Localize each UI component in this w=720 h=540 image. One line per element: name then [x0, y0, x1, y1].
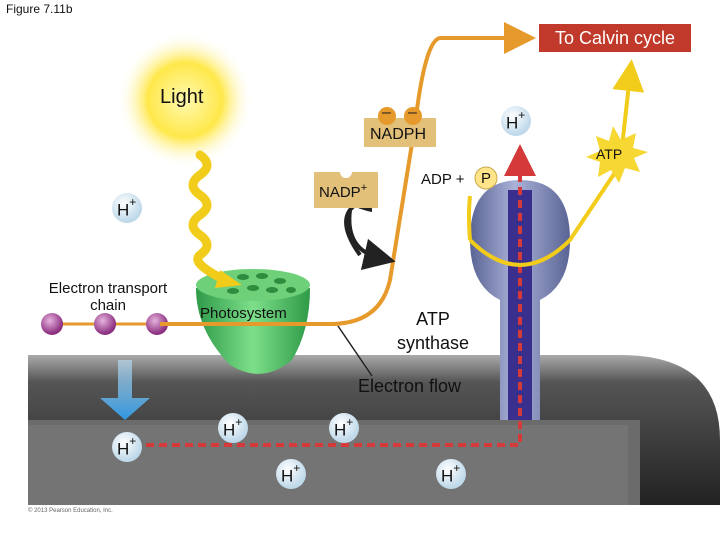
nadp-notch — [340, 166, 352, 178]
proton-flow-path — [120, 144, 536, 447]
h-ion-bg-2 — [501, 106, 531, 136]
h-ion-bg-4 — [329, 413, 359, 443]
h-ion-6: H+ — [281, 461, 301, 486]
h-ion-bg-5 — [112, 432, 142, 462]
etc-sphere-1 — [41, 313, 63, 335]
electron-minus-1: – — [382, 104, 391, 121]
light-label: Light — [160, 86, 204, 108]
atp-path-2 — [467, 195, 472, 241]
adp-label: ADP + — [421, 171, 465, 188]
h-ion-2: H+ — [506, 108, 526, 133]
etc-sphere-3 — [146, 313, 168, 335]
h-ion-bg-3 — [218, 413, 248, 443]
etc-sphere-2 — [94, 313, 116, 335]
electron-transport-chain-label: Electron transport chain — [48, 280, 168, 314]
light-wave-head — [215, 270, 242, 288]
nadph-electron-2 — [404, 107, 422, 125]
photosystem-body — [196, 288, 310, 374]
h-ion-bg-6 — [276, 459, 306, 489]
h-ion-1: H+ — [117, 195, 137, 220]
nadph-label: NADPH — [370, 126, 427, 143]
sun-glow — [117, 32, 253, 168]
atp-label: ATP — [596, 146, 623, 162]
electron-minus-2: – — [408, 104, 417, 121]
nadp-molecule — [314, 172, 378, 208]
atp-starburst — [586, 126, 648, 183]
h-ion-7: H+ — [441, 461, 461, 486]
h-ion-5: H+ — [117, 434, 137, 459]
photosystem-label: Photosystem — [200, 305, 287, 322]
atp-path — [468, 59, 645, 267]
h-ion-bg-7 — [436, 459, 466, 489]
electron-flow-pointer — [337, 325, 373, 377]
phosphate-label: P — [481, 170, 492, 187]
calvin-cycle-label: To Calvin cycle — [539, 24, 691, 52]
atp-synthase-label: ATP synthase — [396, 309, 470, 353]
reaction-arrow-2 — [347, 209, 396, 271]
proton-pump-arrow — [100, 360, 150, 420]
h-ion-3: H+ — [223, 415, 243, 440]
nadph-molecule — [364, 118, 436, 147]
h-ion-4: H+ — [334, 415, 354, 440]
light-wave — [188, 150, 230, 285]
figure-label: Figure 7.11b — [6, 2, 73, 16]
thylakoid-membrane — [28, 355, 720, 505]
phosphate-badge — [474, 166, 498, 190]
electron-path — [160, 22, 536, 326]
nadp-label: NADP+ — [319, 182, 368, 201]
copyright: © 2013 Pearson Education, Inc. — [28, 508, 113, 514]
h-ion-bg-1 — [112, 193, 142, 223]
nadph-electron-1 — [378, 107, 396, 125]
electron-flow-label: Electron flow — [358, 376, 462, 396]
